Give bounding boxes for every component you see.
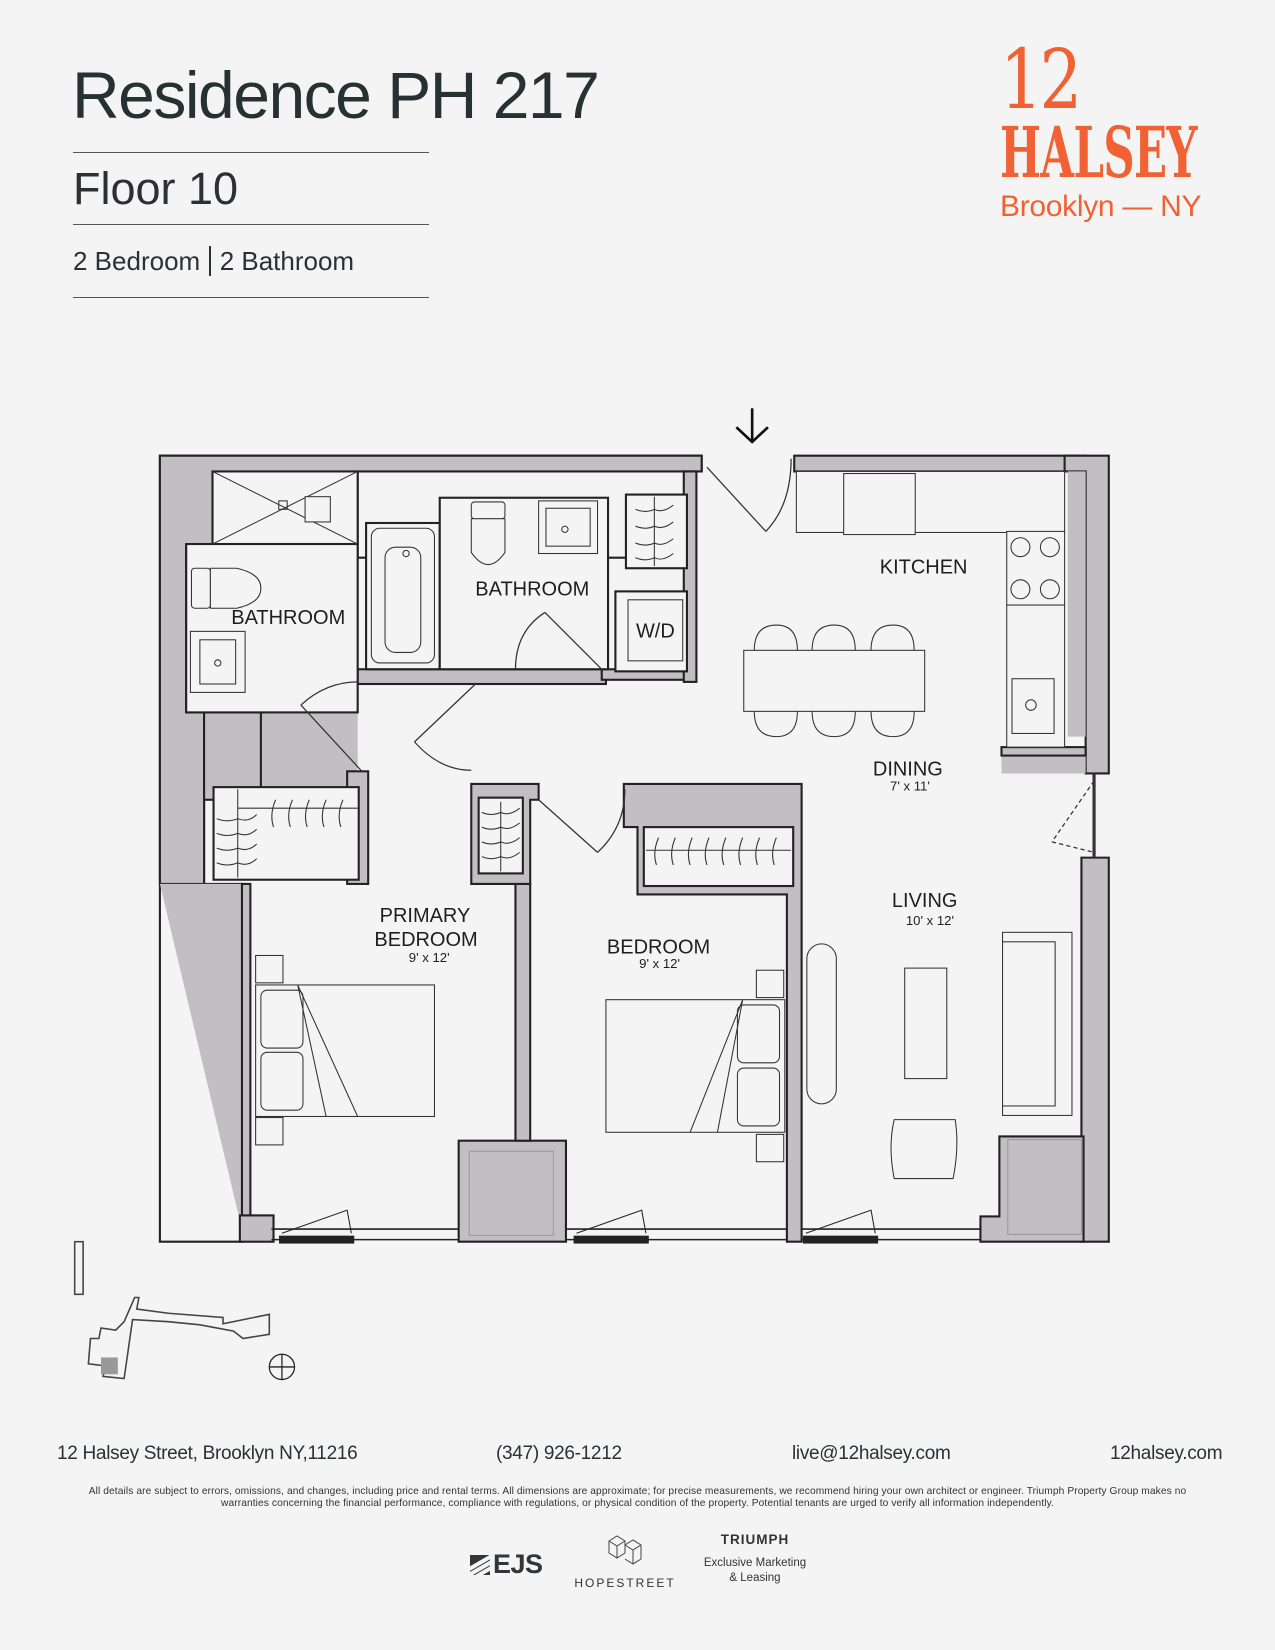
cube-icon	[608, 1535, 642, 1565]
linen-closet	[624, 493, 688, 570]
separator	[209, 246, 211, 276]
svg-text:BEDROOM: BEDROOM	[607, 936, 710, 958]
primary-closet	[212, 786, 360, 881]
triumph-logo: TRIUMPH Exclusive Marketing & Leasing	[700, 1532, 810, 1586]
logo-location: Brooklyn — NY	[1000, 190, 1202, 223]
svg-text:BATHROOM: BATHROOM	[231, 607, 345, 629]
divider	[73, 152, 429, 153]
hopestreet-logo: HOPESTREET	[570, 1533, 680, 1590]
svg-text:9' x 12': 9' x 12'	[409, 950, 450, 965]
disclaimer: All details are subject to errors, omiss…	[50, 1486, 1225, 1510]
hopestreet-text: HOPESTREET	[574, 1576, 676, 1590]
svg-text:7' x 11': 7' x 11'	[890, 778, 930, 793]
bathroom-count: 2 Bathroom	[219, 246, 355, 276]
disclaimer-line-2: warranties concerning the financial perf…	[220, 1498, 1054, 1509]
address: 12 Halsey Street, Brooklyn NY,11216	[57, 1443, 358, 1464]
divider	[73, 297, 429, 298]
triumph-tagline-1: Exclusive Marketing	[703, 1557, 807, 1569]
svg-text:BATHROOM: BATHROOM	[475, 579, 589, 601]
website-link[interactable]: 12halsey.com	[1110, 1443, 1223, 1464]
svg-text:W/D: W/D	[636, 621, 675, 643]
email-link[interactable]: live@12halsey.com	[792, 1443, 951, 1464]
compass-icon	[268, 1353, 296, 1381]
svg-text:DINING: DINING	[873, 759, 943, 781]
arrow-down-icon	[735, 408, 769, 444]
svg-text:PRIMARY: PRIMARY	[380, 905, 471, 927]
svg-text:KITCHEN: KITCHEN	[880, 556, 968, 578]
page-title: Residence PH 217	[72, 58, 600, 132]
svg-text:10' x 12': 10' x 12'	[906, 913, 954, 928]
logo-number: 12	[1000, 33, 1082, 128]
wd-closet	[614, 590, 688, 673]
floor-label: Floor 10	[73, 163, 239, 214]
disclaimer-line-1: All details are subject to errors, omiss…	[88, 1486, 1187, 1497]
brand-logo: 12 HALSEY Brooklyn — NY	[1000, 40, 1232, 222]
svg-text:LIVING: LIVING	[892, 890, 958, 912]
svg-text:9' x 12': 9' x 12'	[639, 956, 680, 971]
ejs-text: EJS	[493, 1549, 543, 1579]
svg-text:BEDROOM: BEDROOM	[374, 929, 477, 951]
triumph-text: TRIUMPH	[720, 1532, 790, 1547]
unit-summary: 2 Bedroom 2 Bathroom	[73, 246, 354, 276]
divider	[73, 224, 429, 225]
key-plan	[73, 1240, 271, 1380]
ejs-mark-icon	[470, 1554, 490, 1575]
ejs-logo: EJS	[470, 1549, 543, 1580]
bedroom-closet	[642, 826, 795, 888]
bedroom-count: 2 Bedroom	[73, 246, 201, 276]
triumph-tagline-2: & Leasing	[729, 1572, 781, 1584]
phone-link[interactable]: (347) 926-1212	[496, 1443, 622, 1464]
